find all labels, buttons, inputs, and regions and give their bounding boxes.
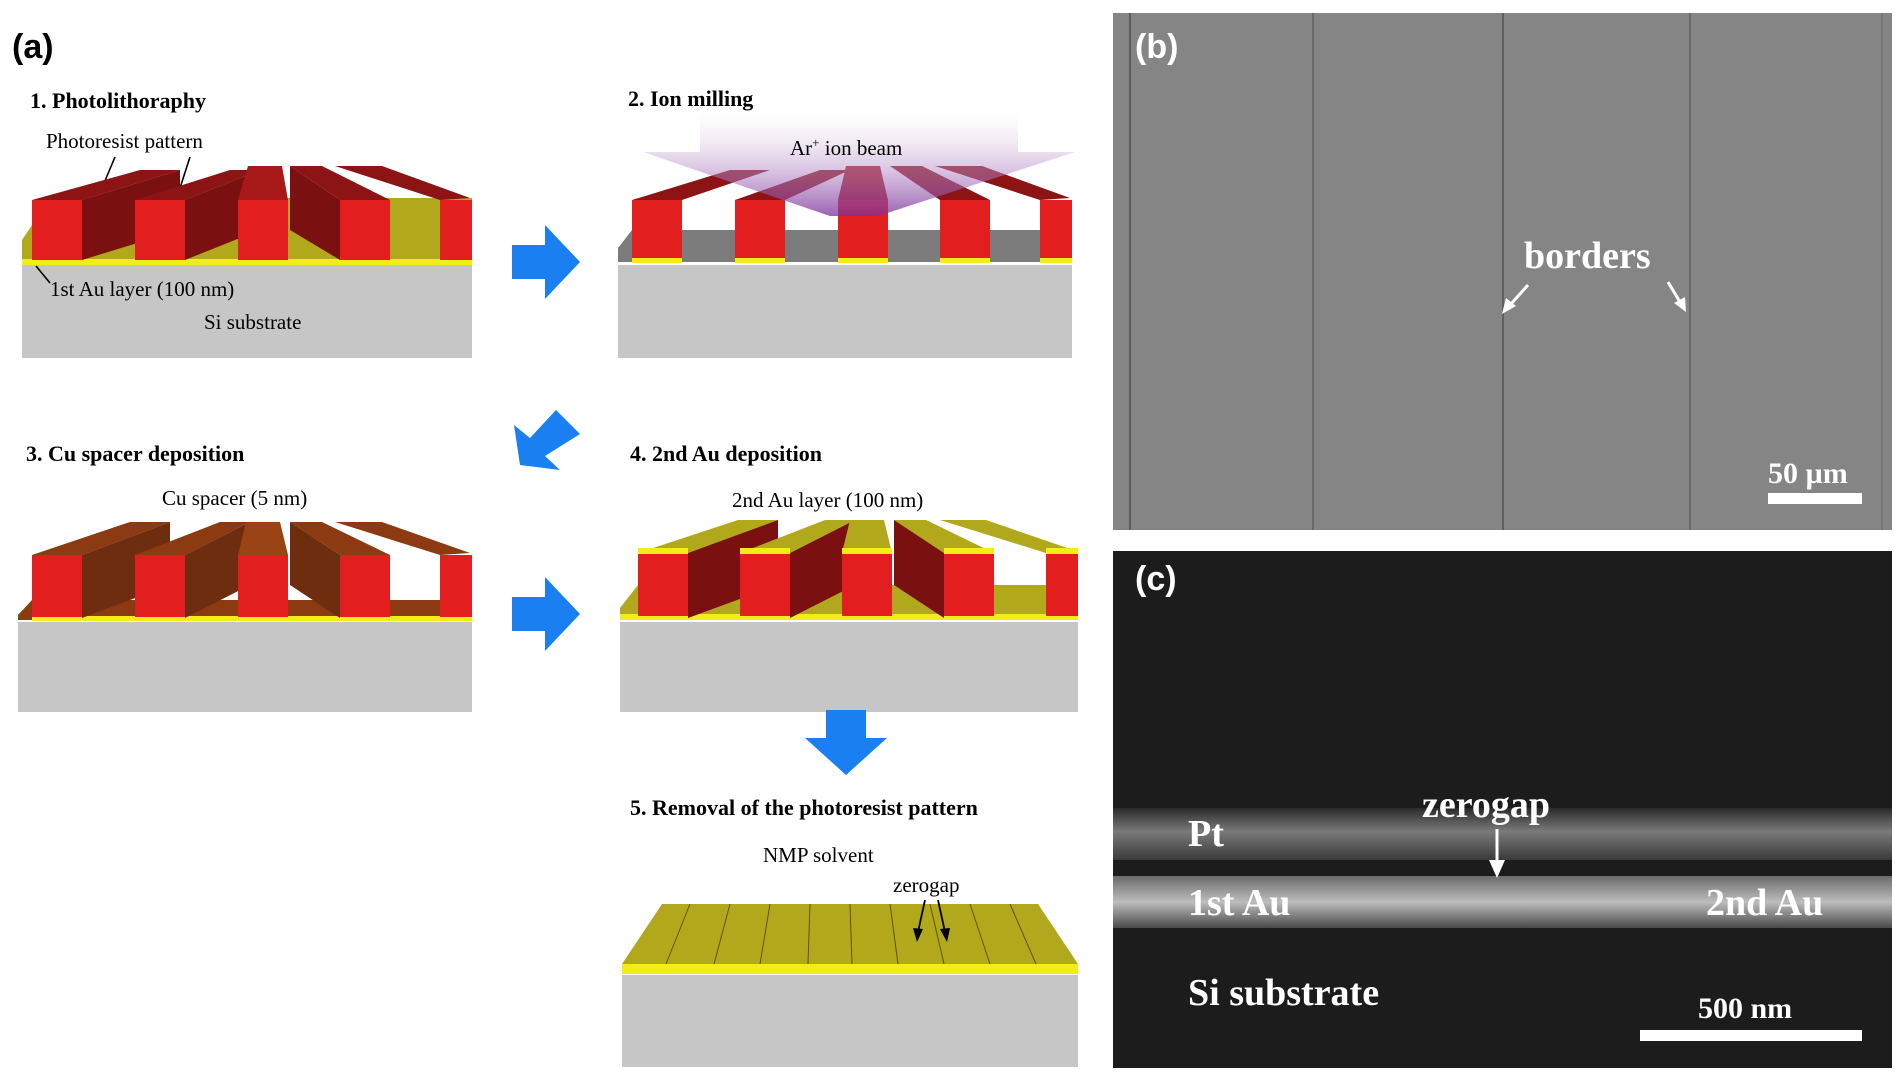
substrate	[18, 622, 472, 712]
panel-c-label: (c)	[1135, 560, 1177, 598]
substrate-label: Si substrate	[204, 310, 301, 334]
au2-label: 2nd Au layer (100 nm)	[732, 488, 923, 512]
au-layer-pointer	[35, 265, 51, 284]
substrate-c-label: Si substrate	[1188, 972, 1379, 1014]
step3-title: 3. Cu spacer deposition	[26, 441, 244, 466]
au1-label: 1st Au	[1188, 882, 1290, 924]
panel-a: (a) 1. Photolithoraphy Photoresist patte…	[12, 28, 1078, 1067]
borders-arrow-right	[1666, 281, 1682, 303]
ion-beam-label: Ar+ ion beam	[790, 135, 902, 160]
photoresist-label: Photoresist pattern	[46, 129, 203, 153]
substrate	[618, 265, 1072, 358]
photoresist-ridges-gold	[638, 520, 1078, 618]
zerogap-c-label: zerogap	[1422, 784, 1550, 826]
arrow-right-1	[512, 225, 580, 299]
arrow-diagonal	[514, 410, 580, 470]
gold-top	[622, 904, 1078, 964]
au2-c-label: 2nd Au	[1706, 882, 1823, 924]
step3-diagram: 3. Cu spacer deposition Cu spacer (5 nm)	[18, 441, 472, 712]
panel-b-label: (b)	[1135, 28, 1178, 66]
gold-stripe	[622, 964, 1078, 974]
zerogap-arrowhead-2	[940, 928, 950, 942]
zerogap-pointer-2	[937, 899, 946, 933]
scalebar-b-label: 50 µm	[1768, 457, 1848, 490]
gold-stripe	[620, 614, 1078, 620]
substrate	[22, 265, 472, 358]
step2-diagram: 2. Ion milling	[618, 86, 1075, 358]
arrow-down	[805, 710, 887, 775]
step1-diagram: 1. Photolithoraphy Photoresist pattern	[22, 88, 472, 358]
pt-label: Pt	[1188, 813, 1224, 855]
border-lines	[1129, 13, 1883, 530]
gap-lines	[665, 903, 1037, 965]
zerogap-label: zerogap	[893, 873, 959, 897]
gold-under-ridges	[632, 258, 1072, 263]
pt-band	[1113, 808, 1892, 860]
au-band	[1113, 876, 1892, 928]
cu-spacer-label: Cu spacer (5 nm)	[162, 486, 307, 510]
panel-c: (c) Pt zerogap 1st Au 2nd Au Si substrat…	[1113, 551, 1892, 1068]
photoresist-pointer-2	[179, 156, 191, 189]
step5-title: 5. Removal of the photoresist pattern	[630, 795, 978, 820]
substrate	[620, 622, 1078, 712]
arrow-right-2	[512, 577, 580, 651]
zerogap-arrowhead-1	[913, 928, 923, 942]
gold-stripe	[22, 259, 472, 265]
panel-a-label: (a)	[12, 28, 54, 66]
substrate	[622, 975, 1078, 1067]
step2-title: 2. Ion milling	[628, 86, 753, 111]
step1-title: 1. Photolithoraphy	[30, 88, 206, 113]
photoresist-ridges-copper	[32, 522, 472, 618]
step5-diagram: 5. Removal of the photoresist pattern NM…	[622, 795, 1078, 1067]
borders-arrowhead-left	[1502, 298, 1516, 314]
borders-label: borders	[1524, 235, 1651, 277]
scalebar-c	[1640, 1030, 1862, 1041]
au-layer-label: 1st Au layer (100 nm)	[50, 277, 234, 301]
step4-title: 4. 2nd Au deposition	[630, 441, 822, 466]
scalebar-c-label: 500 nm	[1698, 992, 1792, 1025]
panel-b: (b) borders 50 µm	[1113, 13, 1892, 530]
scalebar-b	[1768, 493, 1862, 504]
photoresist-ridges	[32, 166, 472, 260]
ion-beam	[643, 112, 1075, 216]
borders-arrowhead-right	[1674, 297, 1686, 312]
borders-arrow-left	[1508, 283, 1530, 307]
nmp-solvent-label: NMP solvent	[763, 843, 874, 867]
zerogap-pointer-1	[917, 899, 926, 933]
gold-stripe	[32, 616, 472, 621]
step4-diagram: 4. 2nd Au deposition 2nd Au layer (100 n…	[620, 441, 1078, 712]
zerogap-c-arrowhead	[1489, 860, 1505, 878]
